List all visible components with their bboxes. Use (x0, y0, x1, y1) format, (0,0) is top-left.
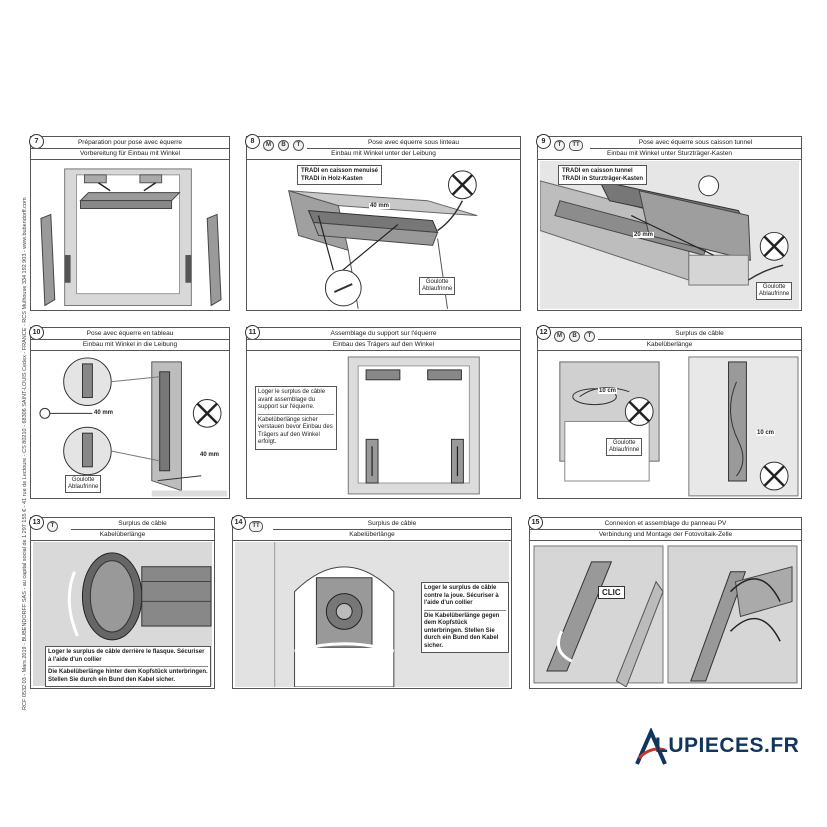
panel-14: 14 TT Surplus de câble Kabelüberlänge Lo… (231, 515, 512, 689)
step-number: 14 (231, 515, 246, 530)
panel-title-fr: Surplus de câble (273, 518, 511, 530)
step-number: 10 (29, 325, 44, 340)
panel-title-de: Einbau mit Winkel unter der Leibung (247, 148, 520, 160)
dimension-10cm-a: 10 cm (598, 388, 618, 394)
tag-t: T (47, 521, 58, 532)
illustration-tunnel-mount (540, 161, 799, 309)
logo-a-mark (635, 728, 667, 765)
tradi-label-fr: TRADI en caisson menuisé (301, 168, 379, 174)
side-legal-text: RCF 0532 03 - Mars 2019 - BUBENDORFF SAS… (18, 150, 28, 710)
panel-title-de: Einbau des Trägers auf den Winkel (247, 339, 520, 351)
panel-11: 11 Assemblage du support sur l'équerre E… (245, 325, 521, 499)
goulotte-label: Goulotte Ablaufrinne (65, 475, 102, 493)
panel-title-de: Einbau mit Winkel in die Leibung (31, 339, 229, 351)
dimension-40mm-b: 40 mm (199, 452, 221, 458)
goulotte-de: Ablaufrinne (609, 447, 640, 453)
step-number: 8 (245, 134, 260, 149)
tag-tt: TT (249, 521, 263, 532)
warning-note: Loger le surplus de câble contre la joue… (421, 582, 509, 653)
panel-10: 10 Pose avec équerre en tableau Einbau m… (29, 325, 230, 499)
goulotte-fr: Goulotte (612, 440, 636, 446)
tag-b: B (278, 140, 289, 151)
logo-text: LUPIECES.FR (655, 734, 800, 757)
tag-t: T (554, 140, 565, 151)
step-number: 11 (245, 325, 260, 340)
tradi-label-fr: TRADI en caisson tunnel (562, 168, 633, 174)
note-fr: Loger le surplus de câble contre la joue… (424, 585, 499, 606)
panel-title-de: Kabelüberlänge (233, 529, 511, 541)
panel-title-fr: Surplus de câble (71, 518, 214, 530)
clic-label: CLIC (598, 586, 625, 599)
panel-title-fr: Pose avec équerre sous linteau (307, 137, 520, 149)
panel-title-fr: Connexion et assemblage du panneau PV (530, 518, 801, 530)
profile-tags: TT (249, 521, 267, 532)
tradi-label: TRADI en caisson menuisé TRADI in Holz-K… (297, 165, 383, 185)
panel-13: 13 T Surplus de câble Kabelüberlänge Log… (29, 515, 215, 689)
tradi-label: TRADI en caisson tunnel TRADI in Sturztr… (558, 165, 648, 185)
panel-title-de: Verbindung und Montage der Fotovoltaik-Z… (530, 529, 801, 541)
goulotte-label: Goulotte Ablaufrinne (756, 282, 793, 300)
panel-title-de: Kabelüberlänge (31, 529, 214, 541)
note-de: Die Kabelüberlänge gegen dem Kopfstück u… (424, 612, 500, 649)
goulotte-de: Ablaufrinne (422, 286, 453, 292)
panel-title-de: Einbau mit Winkel unter Sturzträger-Kast… (538, 148, 801, 160)
warning-note: Loger le surplus de câble derrière le fl… (45, 646, 211, 687)
note-de: Kabelüberlänge sicher verstauen bevor Ei… (258, 416, 333, 446)
panel-title-de: Kabelüberlänge (538, 339, 801, 351)
illustration-pv-panel (533, 545, 798, 687)
note-fr: Loger le surplus de câble avant assembla… (258, 389, 326, 410)
panel-7: 7 Préparation pour pose avec équerre Vor… (29, 134, 230, 311)
warning-note: Loger le surplus de câble avant assembla… (255, 386, 337, 450)
tag-b: B (569, 331, 580, 342)
note-divider (424, 609, 506, 611)
panel-title-fr: Surplus de câble (598, 328, 801, 340)
tag-m: M (263, 140, 274, 151)
panel-title-fr: Pose avec équerre sous caisson tunnel (590, 137, 801, 149)
dimension-40mm: 40 mm (369, 203, 391, 209)
side-legal-text-content: RCF 0532 03 - Mars 2019 - BUBENDORFF SAS… (22, 197, 28, 710)
step-number: 13 (29, 515, 44, 530)
profile-tags: T (47, 521, 62, 532)
illustration-reveal-mount (39, 357, 227, 497)
illustration-support-assembly (347, 356, 480, 495)
note-fr: Loger le surplus de câble derrière le fl… (48, 649, 205, 663)
panel-15: 15 Connexion et assemblage du panneau PV… (528, 515, 802, 689)
note-divider (258, 413, 334, 415)
goulotte-de: Ablaufrinne (68, 484, 99, 490)
panel-title-fr: Pose avec équerre en tableau (31, 328, 229, 340)
panel-title-fr: Assemblage du support sur l'équerre (247, 328, 520, 340)
dimension-10cm-b: 10 cm (756, 430, 776, 436)
panel-title-de: Vorbereitung für Einbau mit Winkel (31, 148, 229, 160)
note-divider (48, 666, 208, 667)
goulotte-label: Goulotte Ablaufrinne (606, 438, 643, 456)
tradi-label-de: TRADI in Holz-Kasten (301, 176, 363, 182)
goulotte-de: Ablaufrinne (759, 291, 790, 297)
tradi-label-de: TRADI in Sturzträger-Kasten (562, 176, 644, 182)
goulotte-label: Goulotte Ablaufrinne (419, 277, 456, 295)
note-de: Die Kabelüberlänge hinter dem Kopfstück … (48, 669, 208, 683)
tag-tt: TT (569, 140, 583, 151)
illustration-cable-surplus (559, 356, 799, 497)
alupieces-logo: LUPIECES.FR (635, 728, 815, 768)
dimension-20mm: 20 mm (633, 232, 655, 238)
goulotte-fr: Goulotte (425, 279, 449, 285)
tag-t: T (584, 331, 595, 342)
goulotte-fr: Goulotte (71, 477, 95, 483)
tag-t: T (293, 140, 304, 151)
step-number: 9 (536, 134, 551, 149)
step-number: 12 (536, 325, 551, 340)
panel-title-fr: Préparation pour pose avec équerre (31, 137, 229, 149)
illustration-bracket-prep (40, 168, 222, 307)
tag-m: M (554, 331, 565, 342)
dimension-40mm-a: 40 mm (93, 410, 115, 416)
goulotte-fr: Goulotte (762, 284, 786, 290)
illustration-lintel-mount (288, 170, 478, 309)
